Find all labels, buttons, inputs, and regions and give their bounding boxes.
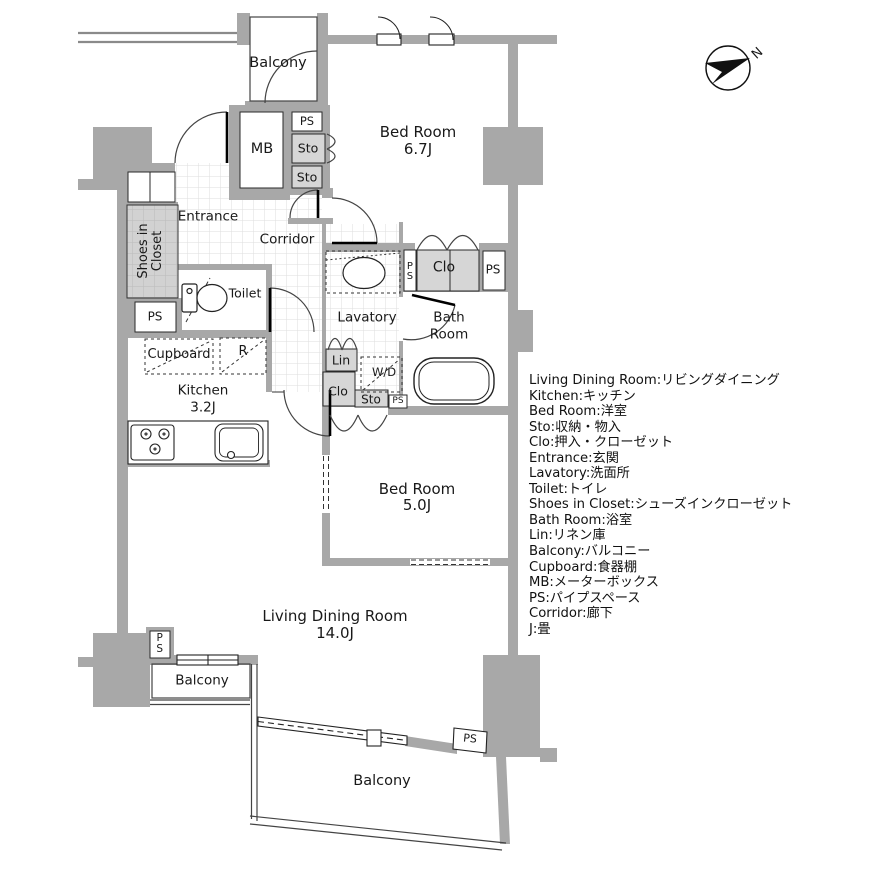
boundary-lines <box>78 31 238 44</box>
service-boxes <box>127 111 506 659</box>
corridor-label: Corridor <box>259 231 315 248</box>
compass-north-icon <box>705 45 751 91</box>
legend-line: J:畳 <box>529 621 551 637</box>
bedroom1-size-label: 6.7J <box>403 139 433 158</box>
mb-label: MB <box>250 141 274 158</box>
balcony-top-label: Balcony <box>249 55 307 72</box>
legend-line: Clo:押入・クローゼット <box>529 435 674 451</box>
ps-bottom-label: PS <box>462 731 478 746</box>
kitchen-size-label: 3.2J <box>190 399 216 416</box>
legend-line: Bed Room:洋室 <box>529 404 628 420</box>
legend-line: PS:パイプスペース <box>529 590 641 606</box>
bifold-doors <box>326 133 479 432</box>
sto-2-label: Sto <box>296 169 318 185</box>
bedroom1-name-label: Bed Room <box>379 122 457 141</box>
bedroom2-size-label: 5.0J <box>402 495 432 514</box>
legend-line: MB:メーターボックス <box>529 575 659 591</box>
bathroom-name-label: Bath <box>433 309 465 326</box>
door-arcs <box>174 50 456 437</box>
toilet-icon <box>181 283 228 313</box>
legend: Living Dining Room:リビングダイニング Kitchen:キッチ… <box>529 373 792 637</box>
legend-line: Cupboard:食器棚 <box>529 559 638 575</box>
wall-openings <box>322 243 490 565</box>
legend-line: Living Dining Room:リビングダイニング <box>529 373 780 388</box>
legend-line: Kitchen:キッチン <box>529 388 636 404</box>
balcony-left-label: Balcony <box>175 672 229 689</box>
lavatory-sink-icon <box>342 256 386 290</box>
entrance-label: Entrance <box>177 208 239 225</box>
living-size-label: 14.0J <box>316 623 354 642</box>
sto-1-label: Sto <box>297 140 319 156</box>
legend-line: Balcony:バルコニー <box>529 544 651 560</box>
kitchen-counter-icon <box>127 420 269 465</box>
balconies <box>150 16 507 851</box>
toilet-label: Toilet <box>228 285 262 301</box>
cupboard-label: Cupboard <box>147 346 211 362</box>
door-leaves <box>225 112 456 436</box>
windows <box>176 16 488 754</box>
lin-label: Lin <box>331 352 351 368</box>
clo-2-label: Clo <box>328 383 348 399</box>
clo-1-label: Clo <box>432 259 456 276</box>
sto-3-label: Sto <box>361 392 381 407</box>
shoes-closet-floor <box>126 204 179 299</box>
bedroom2-name-label: Bed Room <box>378 479 456 498</box>
bathtub-icon <box>413 357 495 405</box>
legend-line: Toilet:トイレ <box>529 481 608 497</box>
shoes-closet-label: Shoes in Closet <box>135 223 165 279</box>
wd-label: W/D <box>371 364 397 379</box>
living-name-label: Living Dining Room <box>262 606 408 625</box>
lavatory-counter-line <box>325 252 401 261</box>
lavatory-label: Lavatory <box>337 309 397 326</box>
balcony-bottom-label: Balcony <box>353 773 411 790</box>
legend-line: Bath Room:浴室 <box>529 512 633 528</box>
legend-line: Corridor:廊下 <box>529 606 613 622</box>
bathroom-name2-label: Room <box>429 326 469 343</box>
toilet-door-dashed <box>185 277 211 323</box>
sliding-doors <box>323 456 489 565</box>
ps-left-label: PS <box>147 309 163 324</box>
kitchen-name-label: Kitchen <box>177 382 229 399</box>
ps-top-label: PS <box>299 113 315 128</box>
ps-bath-label: PS <box>392 396 404 407</box>
ps-right-label: PS <box>485 262 501 277</box>
legend-line: Shoes in Closet:シューズインクローゼット <box>529 497 793 513</box>
tile-floors <box>174 163 399 406</box>
legend-line: Lavatory:洗面所 <box>529 466 630 482</box>
ps-lavatory-label: PS <box>404 261 416 281</box>
refrigerator-label: R <box>238 343 248 359</box>
ps-bottom-left-label: PS <box>153 632 166 654</box>
legend-line: Entrance:玄関 <box>529 450 619 466</box>
legend-line: Lin:リネン庫 <box>529 528 606 544</box>
legend-line: Sto:収納・物入 <box>529 419 621 435</box>
